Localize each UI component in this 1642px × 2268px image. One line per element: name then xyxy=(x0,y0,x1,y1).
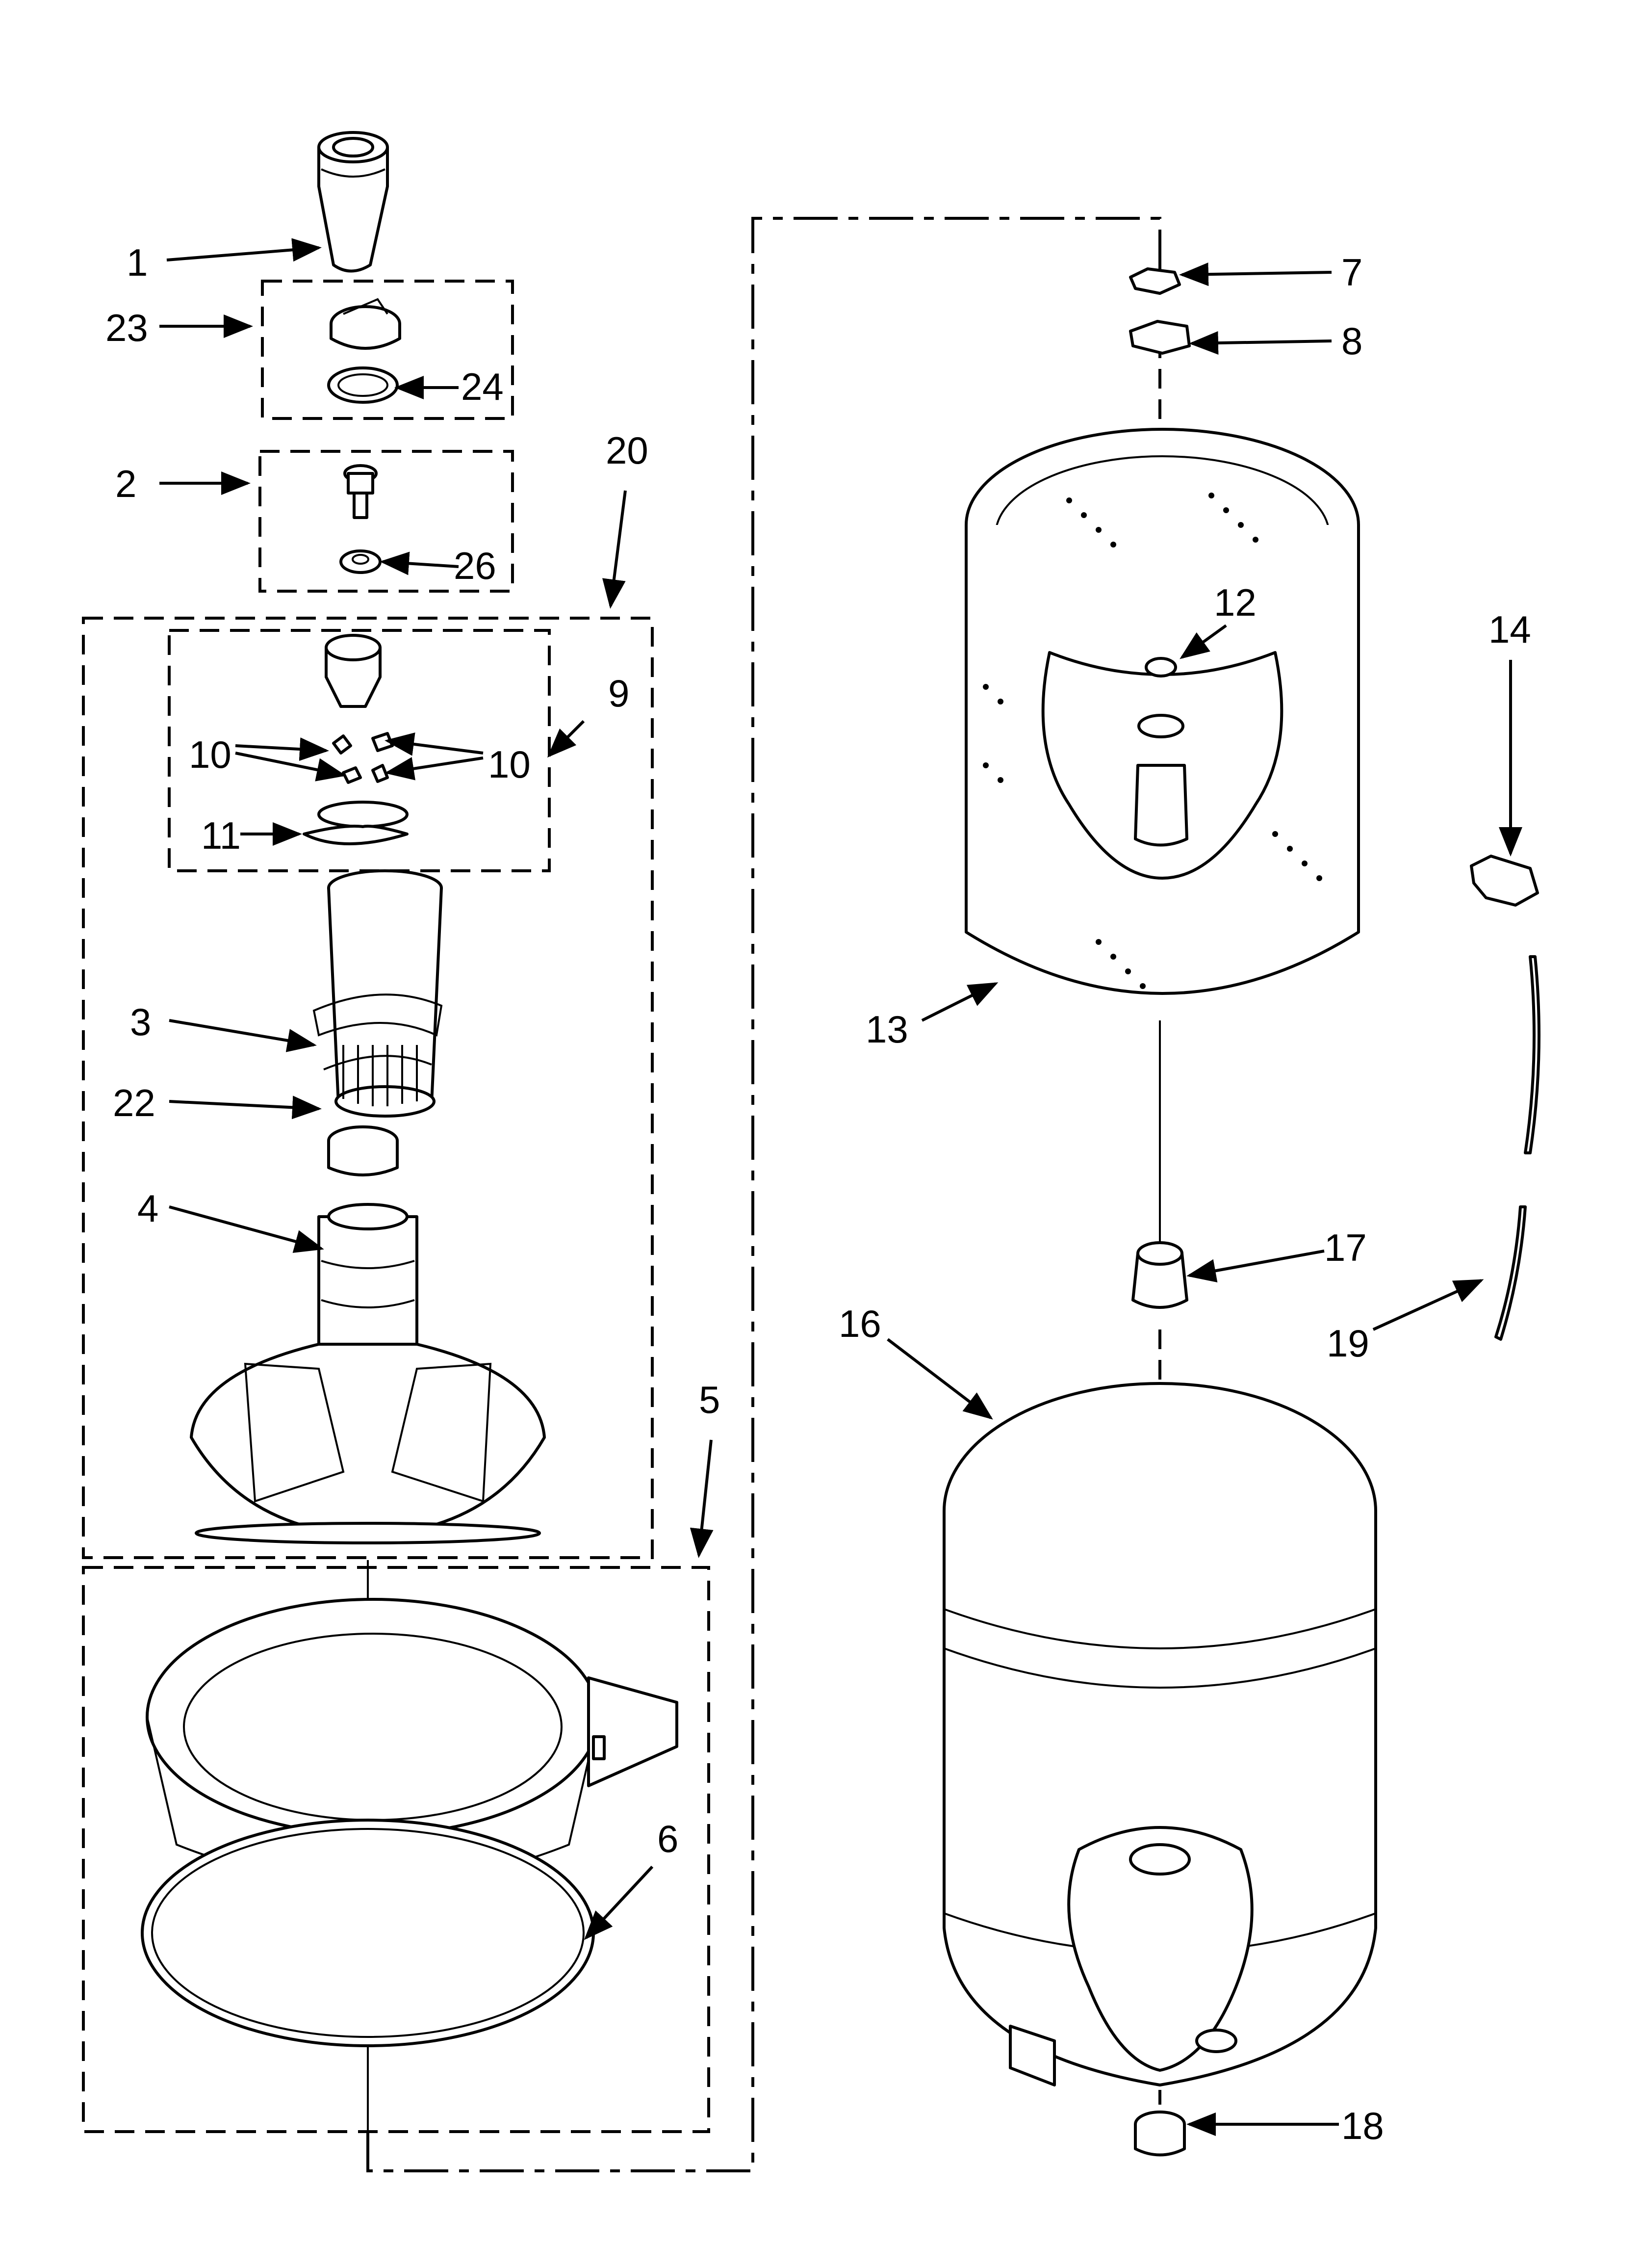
callout-12: 12 xyxy=(1214,581,1257,624)
callout-10-left: 10 xyxy=(189,733,231,776)
callout-22: 22 xyxy=(113,1081,155,1124)
callout-20: 20 xyxy=(606,429,648,472)
callout-8: 8 xyxy=(1341,319,1362,363)
part-11-retainer xyxy=(303,801,409,845)
part-14-clamp xyxy=(1470,855,1539,907)
callout-4: 4 xyxy=(137,1187,158,1230)
callout-6: 6 xyxy=(657,1817,678,1860)
callout-17: 17 xyxy=(1324,1226,1367,1269)
callout-24: 24 xyxy=(461,365,504,408)
callout-labels: 1 23 24 2 26 20 9 10 10 11 3 22 4 5 6 7 … xyxy=(105,241,1531,2147)
callout-23: 23 xyxy=(105,306,148,349)
part-1-dispenser-cup xyxy=(317,131,389,273)
part-19-hose-upper xyxy=(1524,955,1540,1154)
callout-9: 9 xyxy=(608,672,629,715)
part-19-hose-lower xyxy=(1494,1205,1527,1341)
part-9-cam xyxy=(325,634,382,708)
part-6-seal-ring xyxy=(141,1819,595,2047)
part-6-seal-ring-inner xyxy=(151,1828,585,2038)
part-22-coupling xyxy=(327,1125,399,1176)
callout-16: 16 xyxy=(839,1302,881,1345)
callout-26: 26 xyxy=(454,544,496,587)
part-26-washer-hole xyxy=(352,554,369,565)
part-24-ring-inner xyxy=(337,373,388,397)
callout-10-right: 10 xyxy=(488,743,531,786)
part-16-outer-tub xyxy=(943,1382,1377,2086)
group-box-23 xyxy=(261,280,514,420)
callout-11: 11 xyxy=(201,814,241,857)
assembly-connector-line xyxy=(366,217,1161,2172)
leader-arrows xyxy=(159,238,1522,2136)
callout-1: 1 xyxy=(127,241,148,284)
part-23-cap xyxy=(330,298,401,350)
part-2-bolt xyxy=(343,464,378,519)
part-7-clip xyxy=(1129,267,1181,295)
group-box-2 xyxy=(258,450,514,593)
callout-18: 18 xyxy=(1341,2104,1384,2147)
part-13-spin-basket xyxy=(965,428,1360,995)
part-3-auger xyxy=(312,869,443,1118)
part-4-agitator-base xyxy=(190,1203,546,1544)
callout-5: 5 xyxy=(699,1378,720,1421)
callout-14: 14 xyxy=(1488,608,1531,651)
callout-3: 3 xyxy=(130,1000,151,1043)
callout-19: 19 xyxy=(1327,1322,1369,1365)
callout-2: 2 xyxy=(115,462,136,505)
part-8-nut xyxy=(1129,320,1191,355)
callout-13: 13 xyxy=(866,1008,908,1051)
part-17-bearing xyxy=(1131,1241,1188,1309)
part-18-plug xyxy=(1134,2111,1186,2157)
group-box-20 xyxy=(82,617,654,1559)
callout-7: 7 xyxy=(1341,251,1362,294)
group-box-5 xyxy=(82,1566,710,2133)
basket-perforations xyxy=(983,493,1322,989)
